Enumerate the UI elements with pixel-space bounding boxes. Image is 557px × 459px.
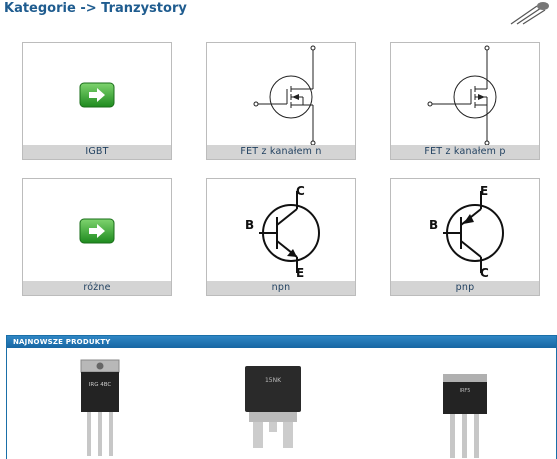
- category-tile-igbt[interactable]: IGBT: [22, 42, 172, 160]
- category-tile-fet-n[interactable]: FET z kanałem n: [206, 42, 356, 160]
- pin-label-emitter: E: [480, 184, 488, 198]
- category-image[interactable]: B E C: [391, 179, 539, 282]
- pin-label-base: B: [429, 218, 438, 232]
- category-tile-fet-p[interactable]: FET z kanałem p: [390, 42, 540, 160]
- product-marking: IRG 4BC: [89, 382, 112, 388]
- product-image-d2pak[interactable]: 15NK: [239, 364, 309, 459]
- fet-p-channel-symbol[interactable]: [391, 43, 539, 146]
- category-image[interactable]: B C E: [207, 179, 355, 282]
- category-image[interactable]: [23, 179, 171, 282]
- page-title: Kategorie -> Tranzystory: [4, 1, 187, 16]
- fet-n-channel-symbol[interactable]: [207, 43, 355, 146]
- category-image[interactable]: [391, 43, 539, 146]
- category-label[interactable]: różne: [23, 281, 171, 295]
- pin-label-collector: C: [296, 184, 305, 198]
- category-tile-pnp[interactable]: B E C pnp: [390, 178, 540, 296]
- category-label[interactable]: FET z kanałem n: [207, 145, 355, 159]
- transistor-logo-icon: [510, 2, 549, 25]
- category-label[interactable]: npn: [207, 281, 355, 295]
- arrow-right-icon[interactable]: [23, 43, 171, 146]
- product-image-to220[interactable]: IRG 4BC: [65, 358, 135, 458]
- category-label[interactable]: IGBT: [23, 145, 171, 159]
- product-marking: 15NK: [265, 377, 282, 384]
- product-marking: IRF5: [459, 388, 470, 394]
- arrow-right-icon[interactable]: [23, 179, 171, 282]
- category-image[interactable]: [207, 43, 355, 146]
- new-products-panel: NAJNOWSZE PRODUKTY IRG 4BC 15NK IRF5: [6, 335, 557, 459]
- product-image-ipak[interactable]: IRF5: [435, 372, 495, 459]
- category-label[interactable]: pnp: [391, 281, 539, 295]
- new-products-header: NAJNOWSZE PRODUKTY: [7, 336, 556, 348]
- category-image[interactable]: [23, 43, 171, 146]
- pin-label-base: B: [245, 218, 254, 232]
- pnp-transistor-symbol[interactable]: B E C: [391, 179, 539, 282]
- pin-label-collector: C: [480, 266, 489, 280]
- pin-label-emitter: E: [296, 266, 304, 280]
- category-grid: IGBT: [22, 42, 542, 312]
- category-tile-npn[interactable]: B C E npn: [206, 178, 356, 296]
- category-tile-rozne[interactable]: różne: [22, 178, 172, 296]
- npn-transistor-symbol[interactable]: B C E: [207, 179, 355, 282]
- category-label[interactable]: FET z kanałem p: [391, 145, 539, 159]
